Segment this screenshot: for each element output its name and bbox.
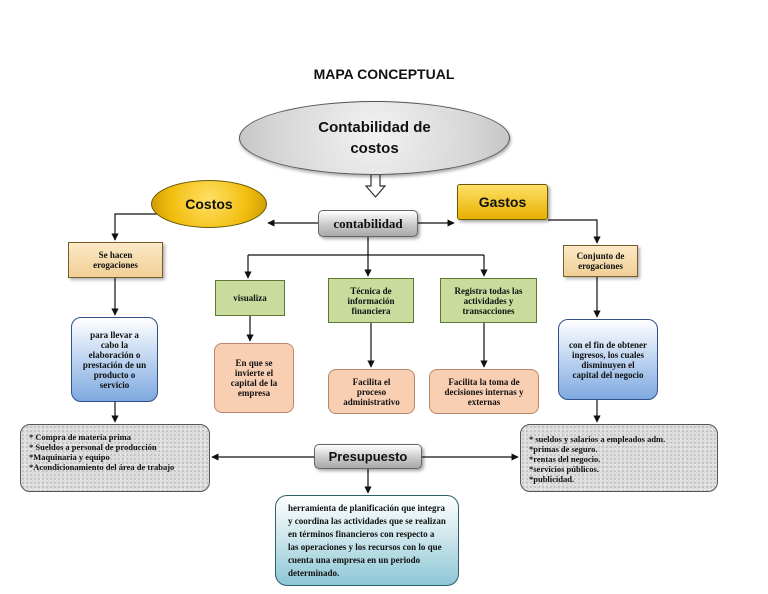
list-item: *servicios públicos. <box>529 464 599 474</box>
para-llevar-node: para llevar a cabo la elaboración o pres… <box>71 317 158 402</box>
list-item: *Acondicionamiento del área de trabajo <box>29 462 175 472</box>
se-hacen-erogaciones-node: Se hacen erogaciones <box>68 242 163 278</box>
en-que-se-invierte-node: En que se invierte el capital de la empr… <box>214 343 294 413</box>
list-item: *Maquinaria y equipo <box>29 452 110 462</box>
contabilidad-node: contabilidad <box>318 210 418 237</box>
registra-actividades-node: Registra todas las actividades y transac… <box>440 278 537 323</box>
list-item: *rentas del negocio. <box>529 454 601 464</box>
visualiza-node: visualiza <box>215 280 285 316</box>
list-item: * sueldos y salarios a empleados adm. <box>529 434 666 444</box>
list-item: *primas de seguro. <box>529 444 598 454</box>
page-title: MAPA CONCEPTUAL <box>313 66 455 82</box>
costos-node: Costos <box>151 180 267 228</box>
presupuesto-node: Presupuesto <box>314 444 422 469</box>
list-item: *publicidad. <box>529 474 575 484</box>
list-item: * Compra de materia prima <box>29 432 131 442</box>
conjunto-erogaciones-node: Conjunto de erogaciones <box>563 245 638 277</box>
tecnica-informacion-node: Técnica de información financiera <box>328 278 414 323</box>
costos-list-box: * Compra de materia prima * Sueldos a pe… <box>20 424 210 492</box>
root-node-contabilidad-de-costos: Contabilidad de costos <box>239 101 510 175</box>
facilita-toma-node: Facilita la toma de decisiones internas … <box>429 369 539 414</box>
list-item: * Sueldos a personal de producción <box>29 442 157 452</box>
gastos-node: Gastos <box>457 184 548 220</box>
gastos-list-box: * sueldos y salarios a empleados adm. *p… <box>520 424 718 492</box>
hollow-arrow <box>364 172 387 198</box>
facilita-proceso-node: Facilita el proceso administrativo <box>328 369 415 414</box>
herramienta-node: herramienta de planificación que integra… <box>275 495 459 586</box>
con-el-fin-node: con el fin de obtener ingresos, los cual… <box>558 319 658 400</box>
